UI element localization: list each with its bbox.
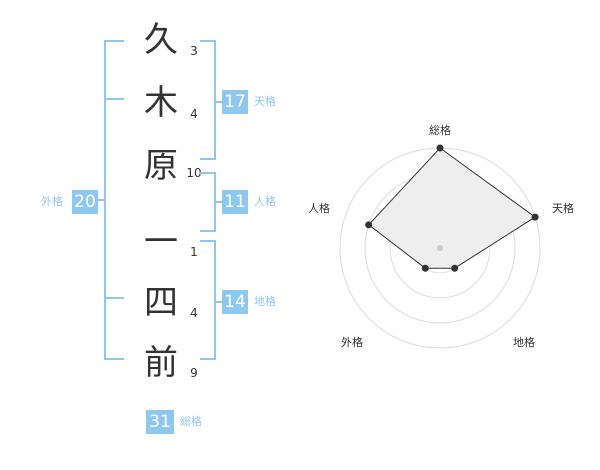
tenkaku-value: 17: [222, 90, 248, 114]
radar-point: [421, 264, 429, 272]
gaikaku-tick: [104, 98, 124, 100]
name-char: 四: [144, 283, 178, 323]
name-char: 前: [144, 343, 178, 383]
chikaku-connector: [214, 301, 222, 303]
jinkaku-value: 11: [222, 190, 248, 214]
chikaku-value: 14: [222, 290, 248, 314]
radar-axis-label: 人格: [308, 201, 330, 215]
gaikaku-value: 20: [72, 190, 98, 214]
radar-axis-label: 総格: [429, 123, 451, 137]
stroke-count: 3: [190, 44, 198, 58]
stroke-count: 1: [190, 245, 198, 259]
gaikaku-label: 外格: [41, 195, 63, 208]
jinkaku-label: 人格: [254, 195, 276, 208]
gaikaku-connector: [97, 199, 106, 201]
stroke-count: 10: [186, 166, 202, 180]
radar-axis-label: 地格: [513, 335, 535, 349]
radar-point: [451, 264, 459, 272]
name-char: 木: [144, 83, 178, 123]
jinkaku-connector: [214, 201, 222, 203]
tenkaku-bracket: [200, 40, 216, 160]
name-char: 一: [144, 222, 178, 262]
stroke-count: 9: [190, 366, 198, 380]
chikaku-label: 地格: [254, 295, 276, 308]
soukaku-value: 31: [146, 410, 174, 434]
gaikaku-tick: [104, 297, 124, 299]
radar-point: [531, 213, 539, 221]
name-char: 原: [144, 146, 178, 186]
radar-point: [365, 221, 373, 229]
name-char: 久: [144, 20, 178, 60]
tenkaku-connector: [214, 101, 222, 103]
chikaku-bracket: [200, 240, 216, 360]
radar-area: [367, 147, 536, 269]
radar-point: [436, 144, 444, 152]
radar-axis-label: 天格: [552, 201, 574, 215]
radar-center: [437, 245, 443, 251]
stroke-count: 4: [190, 107, 198, 121]
tenkaku-label: 天格: [254, 95, 276, 108]
soukaku-label: 総格: [180, 415, 202, 428]
stroke-count: 4: [190, 306, 198, 320]
radar-axis-label: 外格: [341, 335, 363, 349]
